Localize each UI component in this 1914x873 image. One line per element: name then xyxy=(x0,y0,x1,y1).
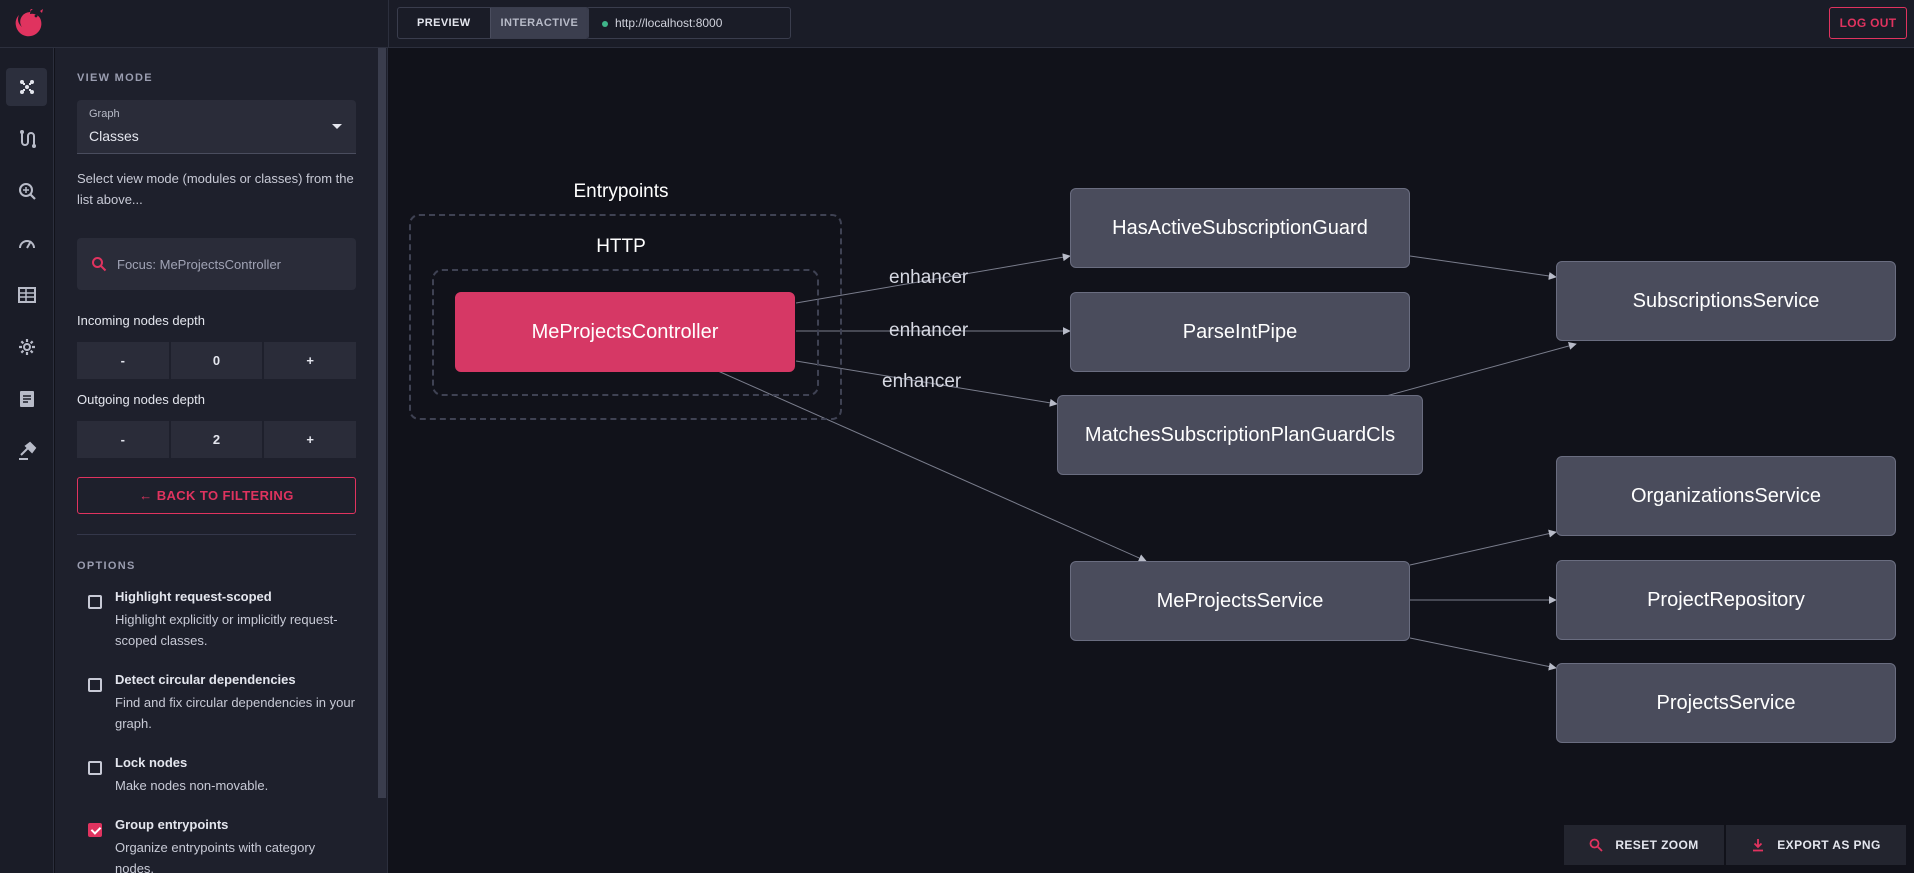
rail-item-performance[interactable] xyxy=(6,224,47,262)
outgoing-increment-button[interactable]: + xyxy=(264,421,357,458)
performance-icon xyxy=(18,240,35,249)
rail-item-routes[interactable] xyxy=(6,120,47,158)
rail-item-graph[interactable] xyxy=(6,68,47,106)
canvas-actions: RESET ZOOM EXPORT AS PNG xyxy=(1564,825,1906,865)
http-group-title: HTTP xyxy=(596,236,646,257)
focus-input[interactable] xyxy=(117,238,347,290)
back-to-filtering-button[interactable]: ← BACK TO FILTERING xyxy=(77,477,356,514)
incoming-increment-button[interactable]: + xyxy=(264,342,357,379)
rail-item-build[interactable] xyxy=(6,432,47,470)
edge xyxy=(1409,637,1557,671)
zoom-icon xyxy=(1589,838,1603,852)
routes-icon xyxy=(19,130,36,148)
edge xyxy=(1409,255,1557,280)
option-title: Highlight request-scoped xyxy=(115,589,272,604)
outgoing-depth-stepper: - 2 + xyxy=(77,421,357,458)
preview-button[interactable]: PREVIEW xyxy=(417,17,471,29)
edge-label: enhancer xyxy=(882,371,962,392)
option-title: Detect circular dependencies xyxy=(115,672,296,687)
arrow-left-icon: ← xyxy=(139,488,157,503)
edge-label: enhancer xyxy=(889,320,969,341)
checkbox[interactable] xyxy=(88,761,102,775)
option-title: Group entrypoints xyxy=(115,817,229,832)
incoming-depth-label: Incoming nodes depth xyxy=(77,313,205,328)
export-png-button[interactable]: EXPORT AS PNG xyxy=(1726,825,1906,865)
view-mode-select[interactable]: Graph Classes xyxy=(77,100,356,154)
option-description: Find and fix circular dependencies in yo… xyxy=(115,695,355,731)
options-title: OPTIONS xyxy=(77,560,136,572)
topbar-divider xyxy=(388,0,389,48)
node-has-active-subscription-guard[interactable]: HasActiveSubscriptionGuard xyxy=(1070,188,1410,268)
node-project-repository[interactable]: ProjectRepository xyxy=(1556,560,1896,640)
edge-label: enhancer xyxy=(889,267,969,288)
nestjs-logo[interactable] xyxy=(6,4,50,44)
select-label: Graph xyxy=(89,108,120,120)
build-icon xyxy=(18,441,36,460)
http-group[interactable] xyxy=(432,269,819,396)
search-icon xyxy=(92,257,107,272)
node-matches-subscription-plan-guard[interactable]: MatchesSubscriptionPlanGuardCls xyxy=(1057,395,1423,475)
graph-edges xyxy=(717,253,1577,671)
settings-icon xyxy=(18,339,35,355)
reset-zoom-label: RESET ZOOM xyxy=(1615,838,1699,852)
icon-rail xyxy=(0,48,54,873)
node-parse-int-pipe[interactable]: ParseIntPipe xyxy=(1070,292,1410,372)
node-organizations-service[interactable]: OrganizationsService xyxy=(1556,456,1896,536)
scrollbar-thumb[interactable] xyxy=(378,48,386,798)
logout-button[interactable]: LOG OUT xyxy=(1829,7,1907,39)
outgoing-depth-label: Outgoing nodes depth xyxy=(77,392,205,407)
view-mode-title: VIEW MODE xyxy=(77,72,153,84)
status-dot-icon xyxy=(602,21,608,27)
incoming-depth-value: 0 xyxy=(170,342,263,379)
outgoing-decrement-button[interactable]: - xyxy=(77,421,169,458)
panel-scrollbar[interactable] xyxy=(377,48,387,873)
rail-item-logs[interactable] xyxy=(6,380,47,418)
focus-search[interactable] xyxy=(77,238,356,290)
edge xyxy=(1385,342,1577,397)
edge xyxy=(717,370,1147,562)
node-projects-service[interactable]: ProjectsService xyxy=(1556,663,1896,743)
node-subscriptions-service[interactable]: SubscriptionsService xyxy=(1556,261,1896,341)
checkbox[interactable] xyxy=(88,678,102,692)
top-bar: PREVIEW INTERACTIVE http://localhost:800… xyxy=(0,0,1914,48)
server-url-text: http://localhost:8000 xyxy=(615,16,723,30)
graph-canvas[interactable]: Entrypoints HTTP MeProjectsController Ha… xyxy=(387,48,1914,873)
option-description: Make nodes non-movable. xyxy=(115,778,269,793)
view-mode-help: Select view mode (modules or classes) fr… xyxy=(77,171,354,207)
checkbox-checked[interactable] xyxy=(88,823,102,837)
back-button-label: BACK TO FILTERING xyxy=(156,488,294,503)
checkbox[interactable] xyxy=(88,595,102,609)
mode-toggle: PREVIEW INTERACTIVE xyxy=(397,7,590,39)
rail-item-settings[interactable] xyxy=(6,328,47,366)
modules-icon xyxy=(17,287,36,303)
rail-item-modules[interactable] xyxy=(6,276,47,314)
outgoing-depth-value: 2 xyxy=(170,421,263,458)
logs-icon xyxy=(19,391,34,407)
interactive-button[interactable]: INTERACTIVE xyxy=(489,8,589,38)
export-png-label: EXPORT AS PNG xyxy=(1777,838,1881,852)
option-description: Highlight explicitly or implicitly reque… xyxy=(115,612,338,648)
inspect-icon xyxy=(18,183,36,200)
option-title: Lock nodes xyxy=(115,755,188,770)
rail-item-inspect[interactable] xyxy=(6,172,47,210)
option-description: Organize entrypoints with category nodes… xyxy=(115,840,316,873)
graph-icon xyxy=(19,80,34,94)
entrypoints-group[interactable] xyxy=(409,214,842,420)
caret-down-icon xyxy=(332,124,342,129)
side-panel: VIEW MODE Graph Classes Select view mode… xyxy=(55,48,378,873)
entrypoints-group-title: Entrypoints xyxy=(573,181,669,202)
edge xyxy=(1409,529,1557,566)
server-url[interactable]: http://localhost:8000 xyxy=(586,7,791,39)
node-me-projects-controller[interactable]: MeProjectsController xyxy=(455,292,795,372)
node-me-projects-service[interactable]: MeProjectsService xyxy=(1070,561,1410,641)
panel-divider xyxy=(77,534,356,535)
edge xyxy=(795,360,1058,407)
reset-zoom-button[interactable]: RESET ZOOM xyxy=(1564,825,1724,865)
incoming-depth-stepper: - 0 + xyxy=(77,342,357,379)
download-icon xyxy=(1753,839,1764,852)
incoming-decrement-button[interactable]: - xyxy=(77,342,169,379)
select-value: Classes xyxy=(89,128,139,144)
